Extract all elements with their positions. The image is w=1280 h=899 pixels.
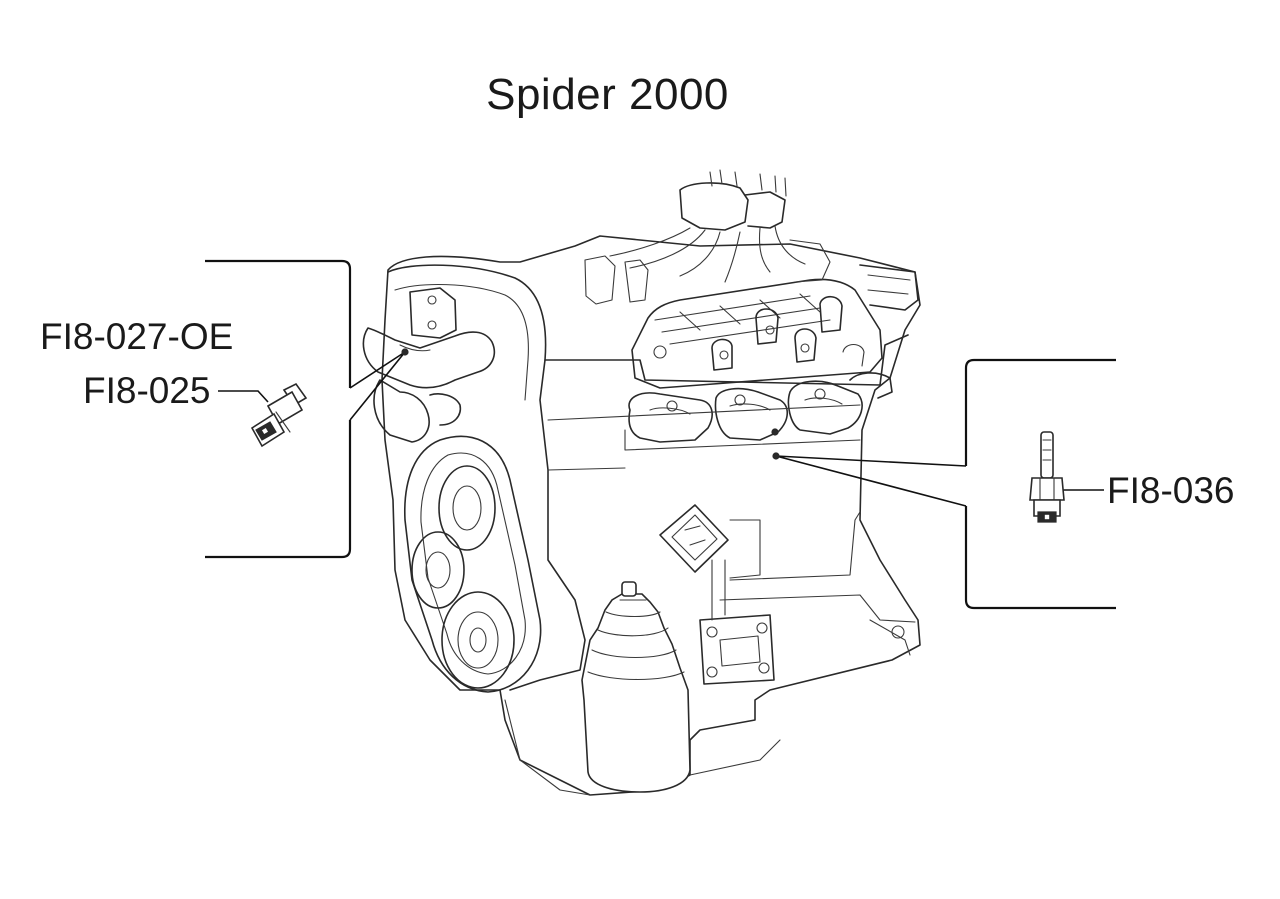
drive-belt <box>404 435 542 693</box>
upper-hose <box>362 327 496 389</box>
distributor-wires <box>584 169 831 305</box>
left-callout-pointer <box>349 351 406 421</box>
exhaust-manifold <box>624 372 893 451</box>
right-callout-pointer <box>775 455 967 507</box>
right-callout-bracket <box>964 358 1116 610</box>
oil-filter <box>581 581 691 793</box>
crank-pulley <box>441 591 515 689</box>
left-callout <box>205 259 409 559</box>
timing-cover <box>387 264 586 691</box>
fuel-pump-plate <box>659 504 729 573</box>
part-label-fi8-027-oe: FI8-027-OE <box>40 316 234 357</box>
alternator-pulley <box>438 465 496 551</box>
block-details <box>547 404 916 685</box>
left-callout-bracket <box>205 259 352 559</box>
engine-illustration <box>362 169 921 796</box>
fi8-025-sensor-icon <box>250 382 308 448</box>
cylinder-head <box>544 264 919 389</box>
right-callout <box>772 358 1116 610</box>
pulley-system <box>404 435 542 693</box>
lower-hose <box>373 379 430 443</box>
part-label-fi8-036: FI8-036 <box>1107 470 1235 511</box>
oil-sump <box>504 699 781 796</box>
diagram-title: Spider 2000 <box>486 70 729 119</box>
engine-block <box>381 235 921 796</box>
oil-filter-mount <box>699 614 775 685</box>
water-pump-pulley <box>411 531 465 609</box>
fi8-025-leader <box>218 390 269 403</box>
thermostat-housing <box>409 287 457 339</box>
part-label-fi8-025: FI8-025 <box>83 370 211 411</box>
fi8-036-sensor-icon <box>1029 431 1065 523</box>
